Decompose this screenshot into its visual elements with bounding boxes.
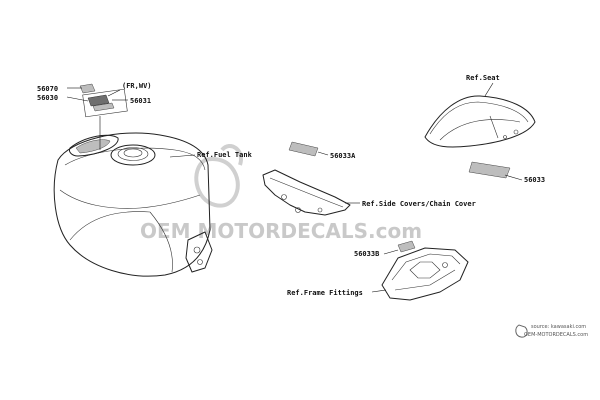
decal-group-tank [79,83,128,118]
label-fr-wv: (FR,WV) [122,82,152,90]
decal-56033a [288,141,319,157]
frame-fitting-drawing [381,247,469,301]
label-56030: 56030 [37,94,58,102]
label-ref-fuel-tank: Ref.Fuel Tank [197,151,253,159]
label-56033b: 56033B [354,250,379,258]
label-ref-side-covers: Ref.Side Covers/Chain Cover [362,200,476,208]
source-line-1: source: kawasaki.com [531,324,586,330]
decal-56070 [79,83,96,94]
label-ref-seat: Ref.Seat [466,74,500,82]
label-56070: 56070 [37,85,58,93]
label-56033: 56033 [524,176,545,184]
leaders-tank [66,87,196,158]
credit-logo-icon [515,324,528,338]
watermark-text: OEM MOTORDECALS.com [140,219,422,243]
label-ref-frame-fittings: Ref.Frame Fittings [287,289,363,297]
decal-56030 [87,94,110,107]
watermark: OEM MOTORDECALS.com [140,144,422,243]
label-56033a: 56033A [330,152,356,160]
seat-drawing [424,95,536,148]
decal-56033b [397,240,416,253]
watermark-logo-icon [194,144,243,208]
source-line-2: OEM-MOTORDECALS.com [524,332,588,338]
source-credit: source: kawasaki.com OEM-MOTORDECALS.com [515,324,588,338]
label-56031: 56031 [130,97,151,105]
decal-56033 [468,161,511,179]
side-cover-drawing [262,169,351,216]
fuel-tank-drawing [53,132,213,277]
